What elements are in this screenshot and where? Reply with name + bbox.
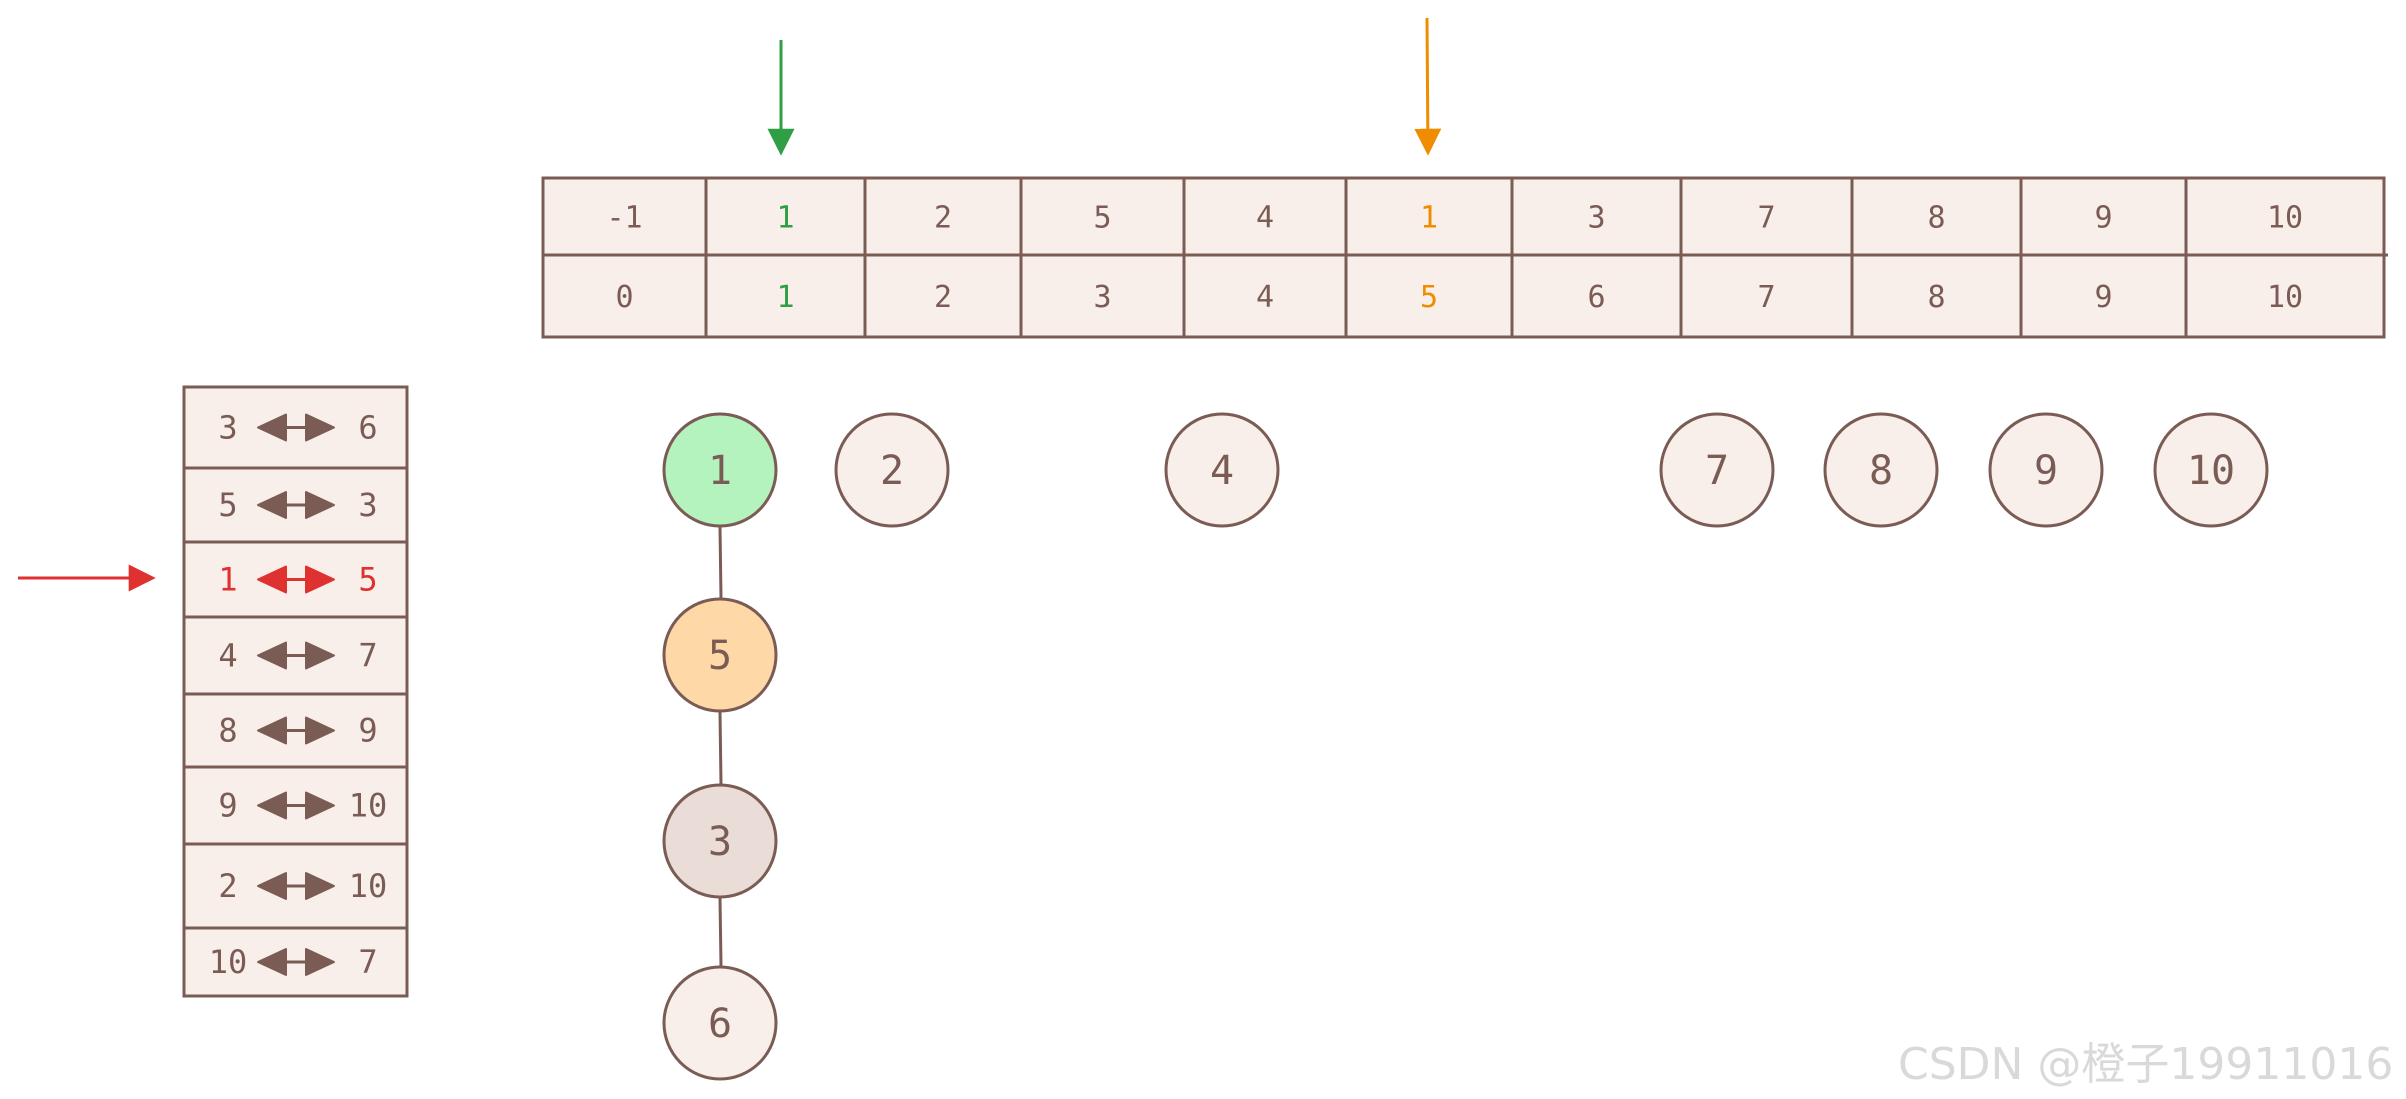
index-cell-5: 5 — [1420, 280, 1438, 315]
orange-pointer-arrow-icon — [1414, 17, 1442, 156]
parent-cell-3: 5 — [1093, 201, 1111, 236]
pair-right-value: 7 — [358, 943, 377, 981]
pair-left-value: 3 — [218, 409, 237, 447]
pairs-frame — [182, 385, 409, 998]
pair-left-value: 10 — [209, 943, 248, 981]
pair-right-value: 9 — [358, 712, 377, 750]
pair-left-value: 4 — [218, 637, 237, 675]
pair-right-value: 10 — [349, 787, 388, 825]
node-9: 9 — [1988, 412, 2104, 528]
pair-left-value: 5 — [218, 486, 237, 524]
watermark: CSDN @橙子19911016 — [1898, 1039, 2394, 1090]
parent-cell-7: 7 — [1757, 201, 1775, 236]
index-cell-10: 10 — [2267, 280, 2303, 315]
parent-cell-2: 2 — [934, 201, 952, 236]
pair-right-value: 7 — [358, 637, 377, 675]
pair-left-value: 1 — [218, 561, 237, 599]
pair-right-value: 6 — [358, 409, 377, 447]
node-10: 10 — [2153, 412, 2269, 528]
tree-edge-1-5 — [718, 526, 723, 599]
node-2: 2 — [834, 412, 950, 528]
node-5: 5 — [662, 597, 778, 713]
parent-cell-8: 8 — [1927, 201, 1945, 236]
node-circle — [662, 597, 778, 713]
node-3: 3 — [662, 783, 778, 899]
node-label: 9 — [2034, 448, 2058, 494]
tree-edge-3-6 — [718, 897, 723, 967]
parent-cell-5: 1 — [1420, 201, 1438, 236]
node-1: 1 — [662, 412, 778, 528]
node-8: 8 — [1823, 412, 1939, 528]
array-frame — [541, 176, 2386, 339]
node-label: 2 — [880, 448, 904, 494]
node-circle — [834, 412, 950, 528]
parent-cell-0: -1 — [606, 201, 642, 236]
index-cell-3: 3 — [1093, 280, 1111, 315]
node-7: 7 — [1659, 412, 1775, 528]
node-label: 8 — [1869, 448, 1893, 494]
index-cell-2: 2 — [934, 280, 952, 315]
parent-cell-10: 10 — [2267, 201, 2303, 236]
parent-cell-9: 9 — [2094, 201, 2112, 236]
node-circle — [1823, 412, 1939, 528]
index-cell-8: 8 — [1927, 280, 1945, 315]
node-circle — [2153, 412, 2269, 528]
pair-right-value: 5 — [358, 561, 377, 599]
parent-cell-6: 3 — [1587, 201, 1605, 236]
index-cell-4: 4 — [1256, 280, 1274, 315]
tree-edge-5-3 — [718, 711, 723, 785]
node-4: 4 — [1164, 412, 1280, 528]
node-circle — [662, 412, 778, 528]
parent-cell-4: 4 — [1256, 201, 1274, 236]
node-label: 6 — [708, 1001, 732, 1047]
index-cell-9: 9 — [2094, 280, 2112, 315]
node-circle — [1164, 412, 1280, 528]
node-circle — [1659, 412, 1775, 528]
pair-row-5: 9 10 — [218, 787, 387, 825]
tree-nodes: 1 2 4 7 8 9 10 5 3 6 — [662, 412, 2269, 1081]
parent-cell-1: 1 — [776, 201, 794, 236]
index-cell-0: 0 — [615, 280, 633, 315]
node-circle — [1988, 412, 2104, 528]
pair-right-value: 3 — [358, 486, 377, 524]
pair-left-value: 9 — [218, 787, 237, 825]
node-circle — [662, 783, 778, 899]
index-cell-7: 7 — [1757, 280, 1775, 315]
pair-left-value: 2 — [218, 867, 237, 905]
index-cell-1: 1 — [776, 280, 794, 315]
pair-left-value: 8 — [218, 712, 237, 750]
node-label: 4 — [1210, 448, 1234, 494]
node-circle — [662, 965, 778, 1081]
pair-row-7: 10 7 — [209, 943, 378, 981]
tree-edges — [718, 526, 723, 967]
node-label: 1 — [708, 448, 732, 494]
pair-right-value: 10 — [349, 867, 388, 905]
pair-row-6: 2 10 — [218, 867, 387, 905]
node-label: 7 — [1705, 448, 1729, 494]
parent-array-table: -1 1 2 5 4 1 3 7 8 9 10 0 1 2 3 4 5 6 7 8 9 10 — [541, 176, 2388, 339]
node-label: 5 — [708, 633, 732, 679]
index-cell-6: 6 — [1587, 280, 1605, 315]
node-6: 6 — [662, 965, 778, 1081]
node-label: 3 — [708, 819, 732, 865]
node-label: 10 — [2187, 448, 2235, 494]
